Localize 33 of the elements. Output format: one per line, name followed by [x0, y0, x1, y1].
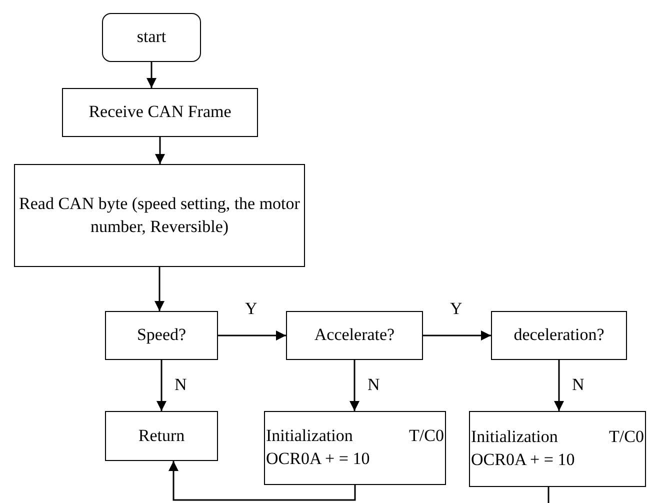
- process-box: [286, 311, 423, 360]
- box-text: Accelerate?: [314, 324, 395, 346]
- arrow: [350, 360, 360, 411]
- edge-label: Y: [244, 300, 258, 316]
- edge-label: N: [366, 376, 381, 392]
- arrow: [155, 137, 165, 164]
- process-box: [491, 311, 627, 360]
- arrow: [423, 330, 491, 340]
- box-text: Return: [138, 424, 185, 447]
- process-box: [105, 411, 218, 461]
- arrow: [156, 360, 166, 411]
- edge-label: N: [571, 376, 586, 392]
- process-box: [264, 411, 446, 485]
- arrow: [554, 360, 564, 411]
- connector-line: [548, 487, 550, 503]
- box-text: Initialization T/C0 OCR0A + = 10: [471, 426, 644, 471]
- process-box: [14, 164, 305, 267]
- edge-label: N: [174, 376, 188, 392]
- process-box: [105, 311, 218, 360]
- box-text: deceleration?: [514, 324, 604, 346]
- box-text: Read CAN byte (speed setting, the motor number, Reversible): [18, 192, 301, 238]
- arrow: [146, 62, 156, 88]
- box-text: Receive CAN Frame: [88, 101, 232, 124]
- arrow: [154, 267, 164, 311]
- box-text: start: [136, 26, 166, 48]
- process-box: [469, 411, 646, 487]
- edge-label: Y: [449, 300, 464, 316]
- box-text: Initialization T/C0 OCR0A + = 10: [266, 425, 444, 470]
- terminal-box: [102, 13, 201, 62]
- process-box: [62, 88, 258, 137]
- arrow: [218, 330, 286, 340]
- arrow: [168, 461, 356, 501]
- box-text: Speed?: [136, 324, 186, 346]
